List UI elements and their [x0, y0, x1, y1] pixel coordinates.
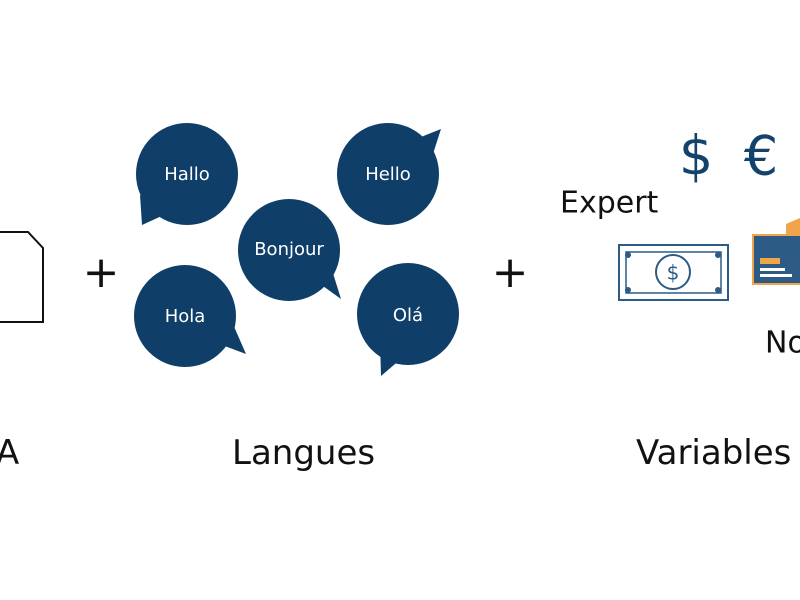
- dollar-symbol: $: [679, 125, 713, 188]
- section-caption-left: A: [0, 433, 20, 473]
- speech-bubble-text: Hola: [165, 306, 206, 327]
- speech-bubble-ola: Olá: [357, 263, 459, 376]
- section-caption-langues: Langues: [232, 433, 376, 473]
- speech-bubble-hallo: Hallo: [136, 123, 238, 225]
- expert-label: Expert: [560, 186, 659, 221]
- speech-bubble-bonjour: Bonjour: [238, 199, 341, 301]
- credit-card-icon: [752, 218, 800, 285]
- banknote-icon: $: [618, 244, 729, 301]
- document-icon: [0, 231, 44, 323]
- plus-operator-2: +: [492, 247, 529, 298]
- svg-text:$: $: [667, 261, 680, 285]
- section-caption-variables: Variables: [636, 433, 792, 473]
- speech-bubble-text: Olá: [393, 305, 423, 326]
- speech-bubble-text: Hallo: [164, 164, 210, 185]
- speech-bubble-hello: Hello: [337, 123, 441, 225]
- speech-bubble-text: Hello: [365, 164, 411, 185]
- speech-bubble-hola: Hola: [134, 265, 246, 367]
- novice-label: No: [765, 326, 800, 361]
- euro-symbol: €: [744, 125, 778, 188]
- speech-bubble-text: Bonjour: [254, 239, 324, 260]
- plus-operator-1: +: [83, 247, 120, 298]
